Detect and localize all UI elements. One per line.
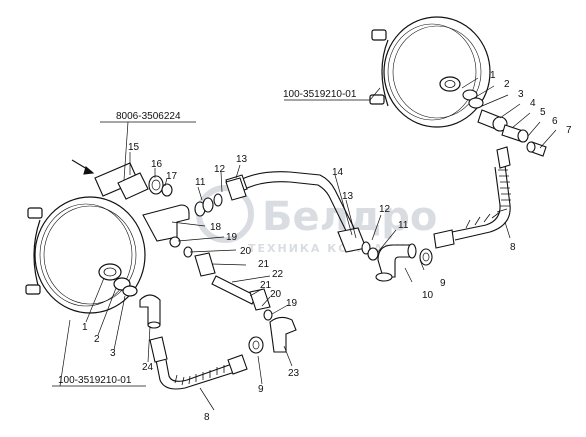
callout-16: 16 xyxy=(151,159,163,170)
callout-5-right: 5 xyxy=(540,107,546,118)
callout-3-right: 3 xyxy=(518,89,524,100)
callout-9-bottom: 9 xyxy=(258,384,264,395)
callout-19-top: 19 xyxy=(226,232,238,243)
callout-2-left: 2 xyxy=(94,334,100,345)
callout-21-bottom: 21 xyxy=(260,280,272,291)
fitting-chain xyxy=(183,246,297,354)
callout-4-right: 4 xyxy=(530,98,536,109)
callout-18: 18 xyxy=(210,222,222,233)
part-number-valve: 8006-3506224 xyxy=(116,111,181,122)
callout-20-bottom: 20 xyxy=(270,289,282,300)
callout-10: 10 xyxy=(422,290,434,301)
callout-1-right: 1 xyxy=(490,70,496,81)
callout-1-left: 1 xyxy=(82,322,88,333)
callout-9-right: 9 xyxy=(440,278,446,289)
callout-23: 23 xyxy=(288,368,300,379)
hose-left xyxy=(149,336,248,390)
right-elbow xyxy=(375,243,433,282)
right-fittings xyxy=(462,89,547,157)
top-fittings xyxy=(213,177,247,207)
callout-20-top: 20 xyxy=(240,246,252,257)
callout-11-top: 11 xyxy=(195,177,206,188)
hose-right xyxy=(433,146,511,249)
brake-chamber-left xyxy=(25,196,146,314)
callout-12-top: 12 xyxy=(214,164,226,175)
brake-chamber-right xyxy=(369,16,491,128)
callout-8-left: 8 xyxy=(204,412,210,423)
callout-14: 14 xyxy=(332,167,344,178)
callout-17: 17 xyxy=(166,171,178,182)
left-elbow xyxy=(139,294,161,329)
callout-22: 22 xyxy=(272,269,284,280)
part-number-chamber-right: 100-3519210-01 xyxy=(283,89,357,100)
callout-7-right: 7 xyxy=(566,125,572,136)
callout-19-bottom: 19 xyxy=(286,298,298,309)
callout-6-right: 6 xyxy=(552,116,558,127)
valve-assembly xyxy=(94,162,214,248)
callout-13-top: 13 xyxy=(236,154,248,165)
callout-24: 24 xyxy=(142,362,154,373)
callout-2-right: 2 xyxy=(504,79,510,90)
leader-lines xyxy=(52,77,557,411)
callout-8-right: 8 xyxy=(510,242,516,253)
callout-12-mid: 12 xyxy=(379,204,391,215)
callout-15: 15 xyxy=(128,142,140,153)
callout-11-mid: 11 xyxy=(398,220,409,231)
callout-3-left: 3 xyxy=(110,348,116,359)
flow-arrow xyxy=(71,159,95,175)
callout-13-mid: 13 xyxy=(342,191,354,202)
part-number-chamber-left: 100-3519210-01 xyxy=(58,375,132,386)
callout-21-top: 21 xyxy=(258,259,270,270)
